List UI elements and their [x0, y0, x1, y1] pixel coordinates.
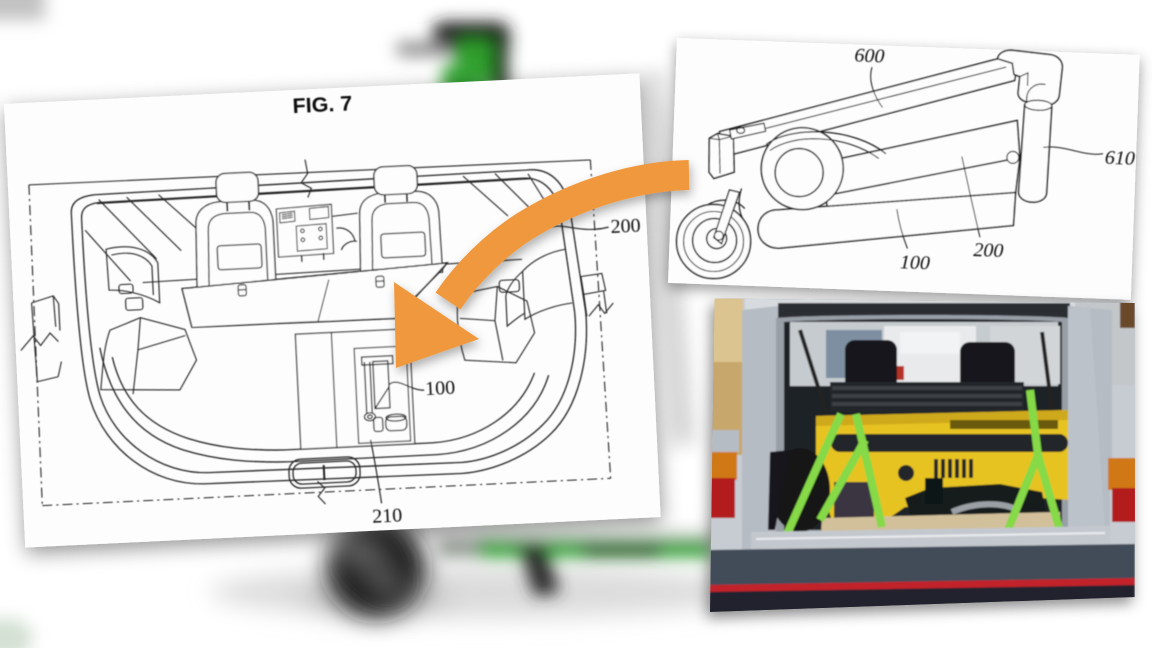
svg-text:610: 610: [1104, 147, 1135, 170]
svg-text:600: 600: [854, 45, 885, 68]
svg-text:100: 100: [425, 377, 456, 400]
svg-text:200: 200: [973, 239, 1004, 262]
svg-text:FIG. 7: FIG. 7: [292, 91, 353, 118]
svg-text:200: 200: [610, 215, 641, 238]
svg-text:100: 100: [900, 251, 931, 274]
svg-text:210: 210: [372, 504, 403, 527]
